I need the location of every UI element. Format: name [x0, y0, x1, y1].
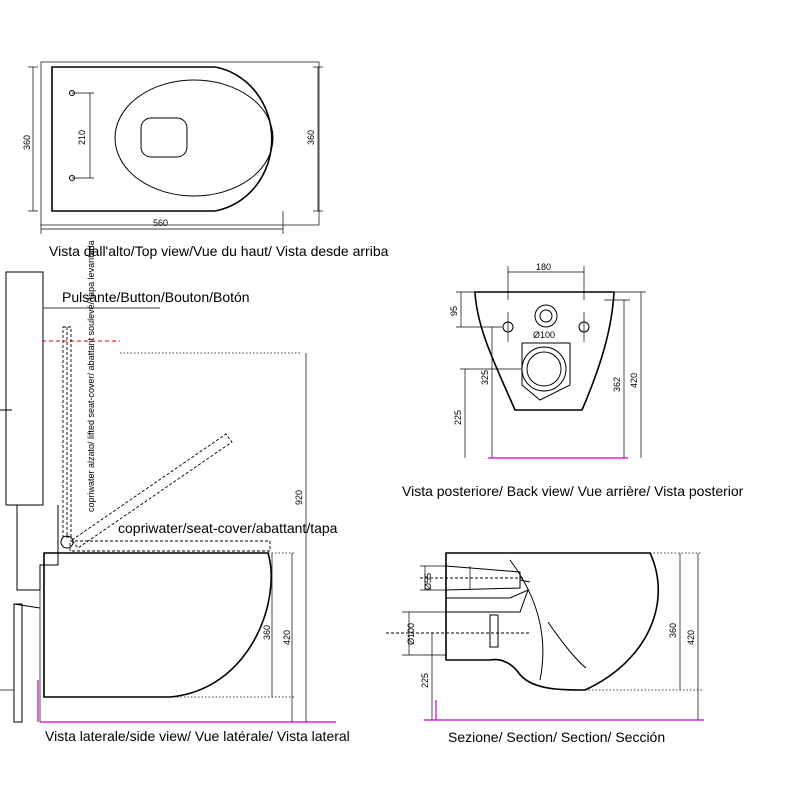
raised-seat	[71, 433, 233, 549]
caption-seat-cover: copriwater/seat-cover/abattant/tapa	[118, 520, 338, 536]
caption-top-view: Vista dall'alto/Top view/Vue du haut/ Vi…	[49, 243, 389, 259]
back-bowl-outline	[474, 291, 615, 411]
caption-lifted-cover: copriwater alzato/ lifted seat-cover/ ab…	[86, 240, 96, 512]
section-channel	[446, 589, 529, 613]
dim-sec-225: 225	[420, 673, 430, 688]
top-view-bowl-outline	[51, 66, 273, 212]
closed-seat-cover	[69, 540, 271, 552]
dim-top-width: 560	[153, 218, 168, 228]
dim-back-225: 225	[453, 410, 463, 425]
dim-back-420: 420	[629, 373, 639, 388]
back-inlet-hole-outer	[534, 304, 558, 328]
back-outlet-ring	[521, 346, 567, 392]
inlet-tip	[519, 579, 531, 583]
section-inner-bowl	[509, 559, 544, 681]
dim-sec-420: 420	[686, 630, 696, 645]
caption-button: Pulsante/Button/Bouton/Botón	[62, 289, 250, 305]
side-bowl-profile	[43, 552, 272, 698]
section-outer-profile	[445, 552, 659, 691]
wall-bracket	[13, 603, 23, 723]
dim-back-width: 180	[536, 262, 551, 272]
back-outlet-frame	[521, 342, 571, 401]
back-outlet-inner	[526, 351, 562, 387]
dim-back-hole: Ø100	[533, 330, 555, 340]
side-view: Pulsante/Button/Bouton/Botón copriwater …	[0, 240, 350, 744]
caption-side-view: Vista laterale/side view/ Vue latérale/ …	[45, 728, 350, 744]
dim-back-362: 362	[612, 377, 622, 392]
top-view-drain-opening	[140, 117, 188, 158]
section-inner-curve	[547, 621, 587, 669]
back-view: Ø100 180 95 225 325 362 420 Vista poster…	[402, 262, 744, 499]
dim-sec-360: 360	[668, 623, 678, 638]
dim-back-325: 325	[480, 370, 490, 385]
caption-section: Sezione/ Section/ Section/ Sección	[448, 729, 665, 745]
top-view-outer-frame	[40, 61, 320, 226]
caption-back-view: Vista posteriore/ Back view/ Vue arrière…	[402, 483, 744, 499]
section-inlet-pipe	[445, 565, 521, 591]
dim-side-360: 360	[262, 625, 272, 640]
bracket-arm	[13, 603, 41, 609]
dim-sec-55: Ø55	[423, 573, 433, 590]
section-outlet	[489, 614, 499, 648]
section-view: Ø55 Ø100 225 360 420 Sezione/ Section/ S…	[386, 552, 704, 745]
dim-top-height-left: 360	[22, 135, 32, 150]
seat-hinge	[60, 535, 74, 549]
cistern-frame	[5, 271, 44, 506]
top-view: 360 210 360 560 Vista dall'alto/Top view…	[22, 61, 389, 259]
dim-sec-100: Ø100	[406, 623, 416, 645]
top-view-bowl-rim	[114, 79, 274, 197]
dim-top-height-right: 360	[306, 130, 316, 145]
back-inlet-hole-inner	[539, 309, 553, 323]
dim-side-420: 420	[282, 630, 292, 645]
lifted-seat-cover	[62, 326, 72, 538]
cistern-lower-frame	[16, 505, 59, 591]
dim-back-top: 95	[449, 306, 459, 316]
dim-side-920: 920	[294, 490, 304, 505]
dim-top-holes: 210	[77, 130, 87, 145]
